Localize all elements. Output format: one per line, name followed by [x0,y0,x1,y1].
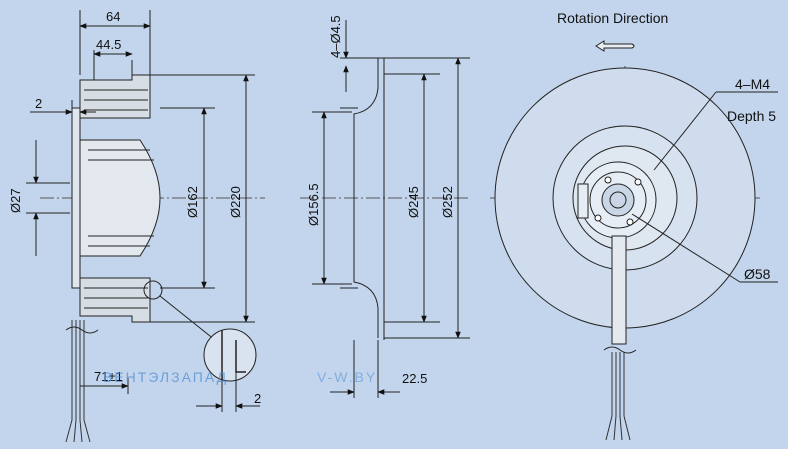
dim-ring-depth: 22.5 [402,371,427,386]
thread-hole-2 [634,178,642,186]
inlet-ring-profile [353,58,379,338]
dim-detail-gap: 2 [254,391,261,406]
side-motor [79,139,161,257]
side-break-line [65,326,99,334]
thread-hole-4 [626,218,634,226]
side-view-labels: 64 44.5 2 Ø27 Ø162 Ø220 71±1 2 [8,9,261,406]
rotation-arrow-icon [595,40,635,52]
side-view [26,10,265,443]
detail-view [203,328,257,382]
depth-callout: Depth 5 [727,108,776,124]
dim-ring-mid: Ø245 [406,186,421,218]
rotation-direction-title: Rotation Direction [557,10,668,26]
inlet-view-labels: 4–Ø4.5 Ø156.5 Ø245 Ø252 22.5 [306,15,455,386]
thread-callout: 4–M4 [735,76,770,92]
dim-rotor-depth: 44.5 [96,37,121,52]
inlet-view [300,20,470,398]
side-detail-marker [143,280,163,300]
front-view-labels: Rotation Direction 4–M4 Depth 5 Ø58 [557,10,776,282]
front-cable [611,235,627,345]
hub-diameter-callout: Ø58 [744,266,771,282]
dim-flange-thickness: 2 [35,96,42,111]
hub-leader [631,213,741,283]
dim-outer-diameter: Ø220 [228,186,243,218]
watermark-brand: ВЕНТЭЛЗАПАД [103,369,228,385]
thread-leader [653,91,717,171]
front-break-line [603,346,637,354]
side-wires [71,320,85,420]
watermark-site: V-W.BY [317,369,377,385]
dim-holes: 4–Ø4.5 [328,15,343,58]
dim-hub-diameter: Ø27 [8,188,23,213]
side-rotor-bottom [79,277,151,323]
side-flange [71,107,81,289]
watermark: ВЕНТЭЛЗАПАД V-W.BY [103,369,377,385]
bolt-circle [589,171,647,229]
shaft-boss [601,183,635,217]
shaft [609,191,627,209]
dim-ring-inner: Ø156.5 [306,183,321,226]
front-view [490,66,778,441]
dim-inlet-diameter: Ø162 [185,186,200,218]
label-plate [577,183,589,219]
thread-hole-3 [594,214,602,222]
thread-hole-1 [604,176,612,184]
dim-overall-depth: 64 [106,9,120,24]
dim-ring-outer: Ø252 [440,186,455,218]
dim-wire-lead: 71±1 [94,369,123,384]
